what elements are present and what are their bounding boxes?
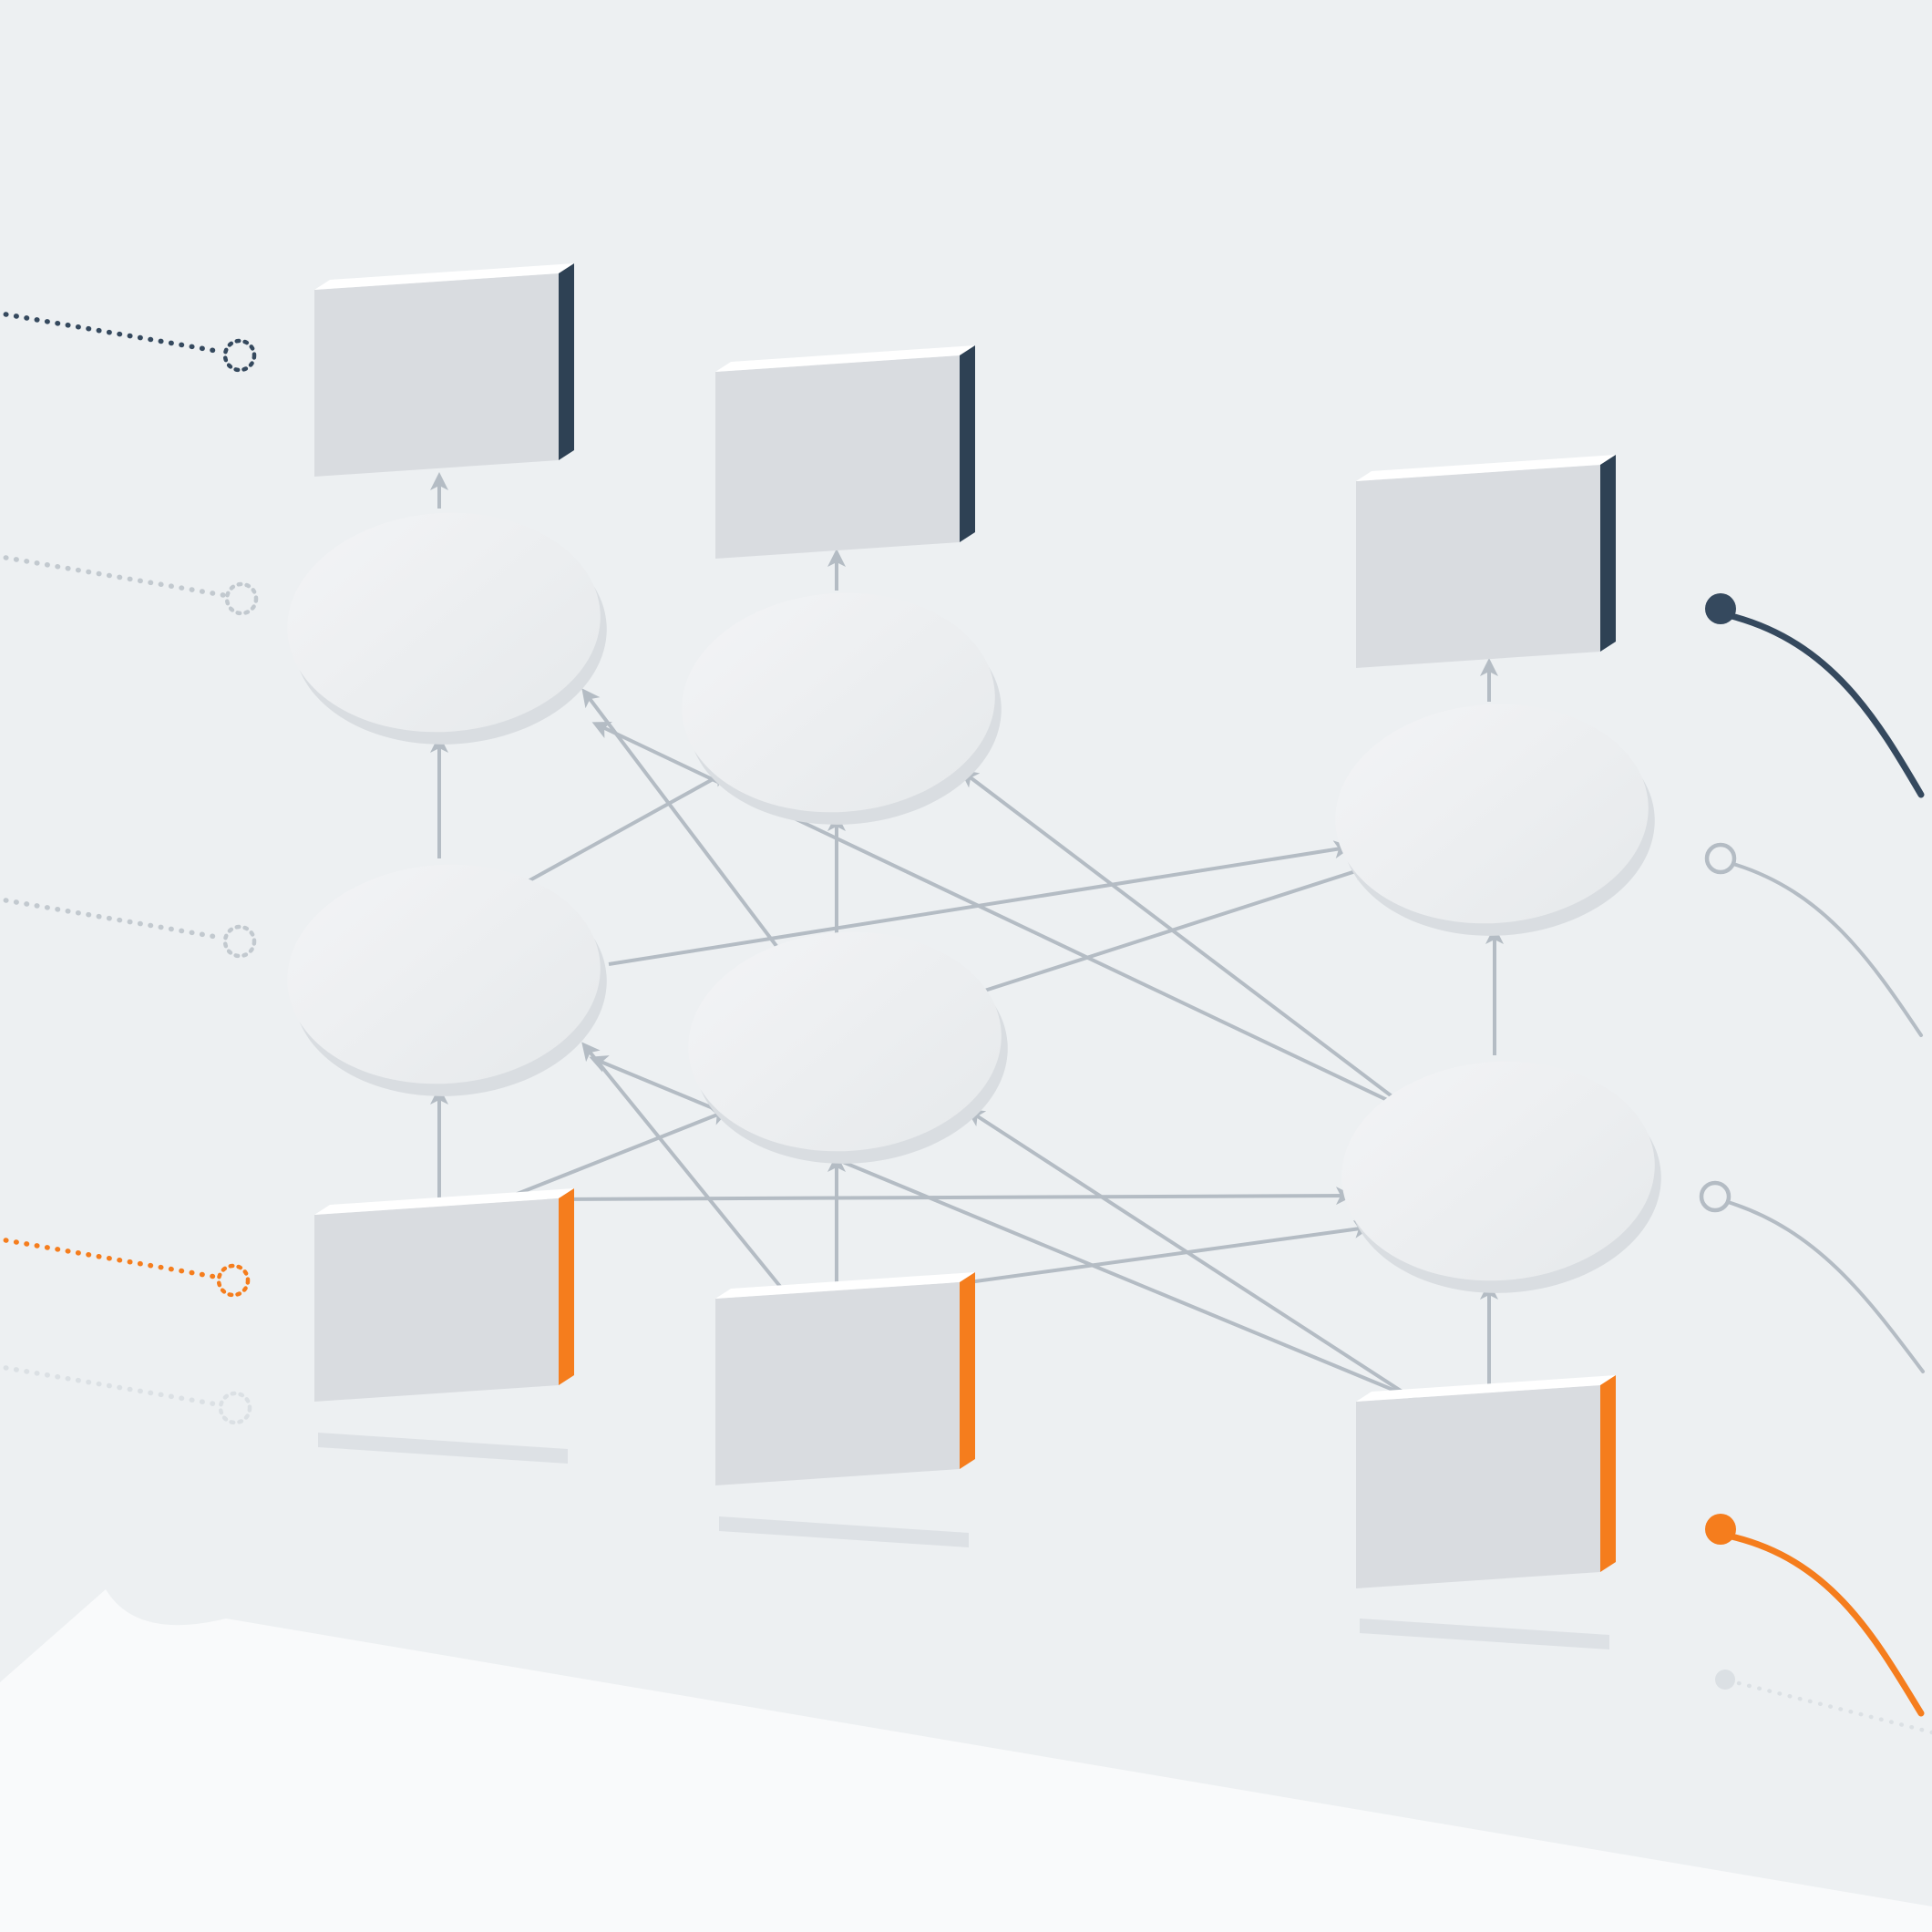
left-connector-1 xyxy=(0,311,257,373)
box-top-face xyxy=(715,1272,975,1299)
dotted-line xyxy=(0,1364,220,1407)
hidden-ellipse-5 xyxy=(688,931,1008,1164)
hidden-ellipse-1 xyxy=(287,512,607,745)
connection-arrow xyxy=(581,1042,784,1290)
ellipse-face xyxy=(287,864,601,1084)
dashed-circle-icon xyxy=(222,924,257,959)
ellipse-face xyxy=(287,512,601,733)
hollow-circle-icon xyxy=(1704,842,1737,875)
connection-arrow xyxy=(947,862,1372,1004)
curved-wire xyxy=(1726,1200,1925,1373)
input-box-1 xyxy=(314,1188,574,1402)
box-edge-face xyxy=(559,1188,574,1385)
dotted-line xyxy=(0,311,224,355)
right-connector-5 xyxy=(1715,1670,1932,1735)
filled-dot-icon xyxy=(1705,1514,1736,1545)
box-top-face xyxy=(314,1188,574,1215)
connection-arrow xyxy=(546,1187,1354,1206)
dashed-circle-icon xyxy=(216,1263,251,1298)
connection-arrow xyxy=(965,1108,1405,1394)
hidden-ellipse-6 xyxy=(1341,1061,1661,1293)
filled-dot-icon xyxy=(1705,593,1736,624)
box-top-face xyxy=(1356,455,1616,481)
hidden-ellipse-2 xyxy=(682,592,1002,825)
box-edge-face xyxy=(559,263,574,460)
connection-arrow xyxy=(509,1107,730,1198)
ellipse-face xyxy=(1335,704,1649,924)
reflection-bar xyxy=(1360,1619,1609,1649)
filled-dot-icon xyxy=(1715,1670,1735,1690)
dashed-circle-icon xyxy=(222,338,257,373)
ellipse-face xyxy=(682,592,995,813)
dashed-circle-icon xyxy=(218,1391,252,1425)
dashed-circle-icon xyxy=(224,581,259,616)
curved-wire xyxy=(1728,612,1925,798)
right-connector-3 xyxy=(1699,1180,1925,1373)
box-edge-face xyxy=(960,1272,975,1469)
left-connector-4 xyxy=(0,1237,251,1298)
ellipse-face xyxy=(688,931,1002,1152)
box-top-face xyxy=(314,263,574,290)
box-top-face xyxy=(1356,1375,1616,1402)
box-face xyxy=(314,1198,559,1402)
ellipse-face xyxy=(1341,1061,1655,1281)
dotted-tail xyxy=(1736,1680,1932,1735)
left-connector-5 xyxy=(0,1364,252,1425)
box-edge-face xyxy=(960,345,975,542)
hidden-ellipse-3 xyxy=(1335,704,1655,936)
reflection-bar xyxy=(719,1516,969,1547)
connection-arrow xyxy=(960,769,1396,1100)
box-top-face xyxy=(715,345,975,372)
hollow-circle-icon xyxy=(1699,1180,1732,1213)
input-box-3 xyxy=(1356,1375,1616,1588)
right-connector-2 xyxy=(1704,842,1923,1037)
box-edge-face xyxy=(1600,455,1616,652)
dotted-line xyxy=(0,554,226,598)
left-connector-3 xyxy=(0,897,257,959)
box-edge-face xyxy=(1600,1375,1616,1572)
right-connector-4 xyxy=(1705,1514,1925,1717)
curved-wire xyxy=(1732,862,1923,1037)
connection-arrow xyxy=(915,1219,1372,1291)
curved-wire xyxy=(1728,1533,1925,1717)
output-box-2 xyxy=(715,345,975,559)
output-box-3 xyxy=(1356,455,1616,668)
output-box-1 xyxy=(314,263,574,477)
box-face xyxy=(314,273,559,477)
box-face xyxy=(1356,465,1600,668)
right-connector-1 xyxy=(1705,593,1925,798)
box-face xyxy=(715,355,960,559)
box-face xyxy=(1356,1385,1600,1588)
dotted-line xyxy=(0,897,224,940)
hidden-ellipse-4 xyxy=(287,864,607,1096)
reflection-bar xyxy=(318,1433,568,1464)
left-connector-2 xyxy=(0,554,259,616)
connection-arrow xyxy=(514,770,730,890)
input-box-2 xyxy=(715,1272,975,1485)
box-face xyxy=(715,1282,960,1485)
